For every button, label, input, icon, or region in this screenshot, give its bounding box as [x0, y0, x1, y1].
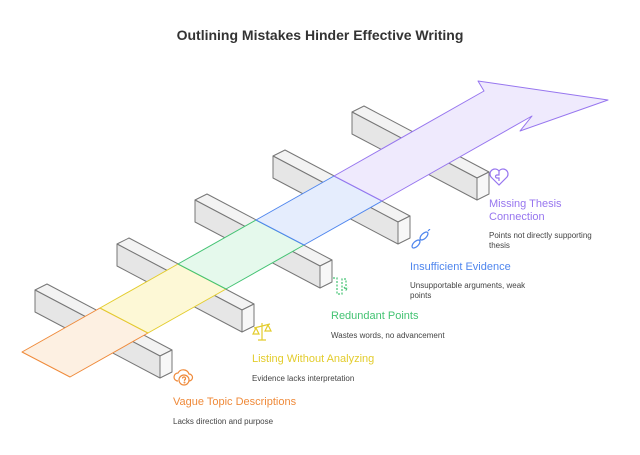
- broken-chain-icon: [409, 228, 431, 251]
- scale-icon: [251, 320, 273, 342]
- ribbon-segment-5: [333, 80, 609, 202]
- diagram-title: Outlining Mistakes Hinder Effective Writ…: [176, 27, 464, 43]
- loop-arrow-icon: [331, 276, 353, 298]
- step-desc-missing-thesis: Points not directly supporting thesis: [489, 231, 592, 250]
- block-end-4: [397, 215, 411, 245]
- step-desc-vague-topic: Lacks direction and purpose: [173, 417, 274, 426]
- block-end-2: [241, 303, 255, 333]
- cloud-question-icon: [173, 366, 195, 388]
- block-end-3: [319, 259, 333, 289]
- step-title-vague-topic: Vague Topic Descriptions: [173, 396, 297, 408]
- step-desc-listing: Evidence lacks interpretation: [252, 374, 355, 383]
- step-title-missing-thesis: Missing Thesis Connection: [489, 198, 562, 223]
- block-end-5: [476, 171, 490, 201]
- step-title-redundant: Redundant Points: [331, 310, 419, 322]
- step-desc-insufficient: Unsupportable arguments, weak points: [410, 281, 526, 300]
- step-desc-redundant: Wastes words, no advancement: [331, 331, 445, 340]
- puzzle-heart-icon: [488, 165, 510, 187]
- step-title-listing: Listing Without Analyzing: [252, 353, 375, 365]
- step-title-insufficient: Insufficient Evidence: [410, 261, 511, 273]
- block-end-1: [159, 349, 173, 379]
